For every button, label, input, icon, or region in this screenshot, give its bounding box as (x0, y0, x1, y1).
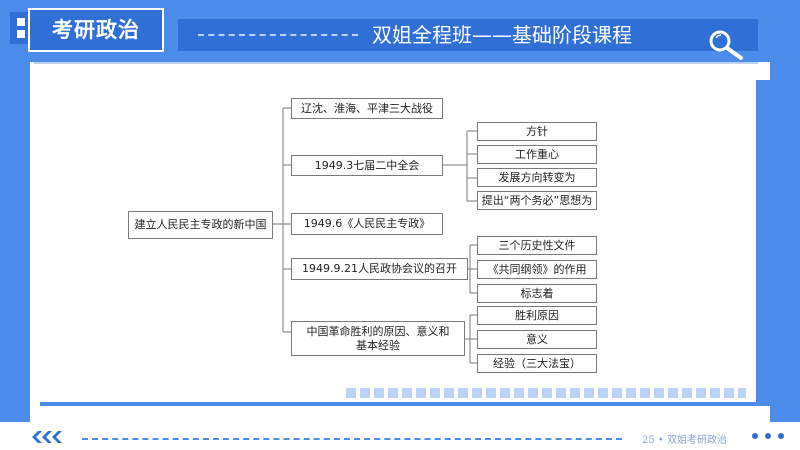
dot-icon (752, 433, 758, 439)
decorative-squares (346, 388, 746, 398)
left-border-strip (0, 62, 30, 422)
mindmap-leaf-node: 经验（三大法宝） (477, 354, 597, 373)
mindmap-branch-node: 1949.9.21人民政协会议的召开 (291, 258, 468, 280)
brand-badge: 考研政治 (28, 8, 164, 52)
frame-line (34, 62, 758, 64)
mindmap-branch-node: 1949.3七届二中全会 (291, 155, 443, 176)
mindmap-leaf-node: 标志着 (477, 284, 597, 303)
chevron-left-icon (32, 431, 62, 443)
mindmap-leaf-node: 工作重心 (477, 145, 597, 164)
dot-icon (765, 433, 771, 439)
footer-bar (0, 422, 800, 450)
mindmap-leaf-node: 胜利原因 (477, 306, 597, 325)
mindmap-leaf-node: 三个历史性文件 (477, 236, 597, 255)
mindmap-leaf-node: 方针 (477, 122, 597, 141)
mindmap-branch-node: 1949.6《人民民主专政》 (291, 213, 443, 235)
page-title: 双姐全程班——基础阶段课程 (372, 23, 632, 47)
right-border-strip (770, 62, 800, 422)
mindmap-leaf-node: 提出“两个务必”思想为 (477, 191, 597, 210)
mindmap-branch-node: 中国革命胜利的原因、意义和基本经验 (291, 321, 465, 356)
mindmap-leaf-node: 意义 (477, 330, 597, 349)
mindmap-root-node: 建立人民民主专政的新中国 (128, 211, 273, 239)
mindmap-leaf-node: 发展方向转变为 (477, 168, 597, 187)
mindmap-branch-node: 辽沈、淮海、平津三大战役 (291, 98, 443, 119)
title-dash-line (198, 34, 358, 36)
page-number: 25 • 双姐考研政治 (642, 435, 727, 446)
logo-mark-icon (10, 12, 32, 44)
footer-dashed-line (82, 438, 622, 440)
dot-icon (778, 433, 784, 439)
mindmap-leaf-node: 《共同纲领》的作用 (477, 260, 597, 279)
search-icon (709, 30, 743, 60)
